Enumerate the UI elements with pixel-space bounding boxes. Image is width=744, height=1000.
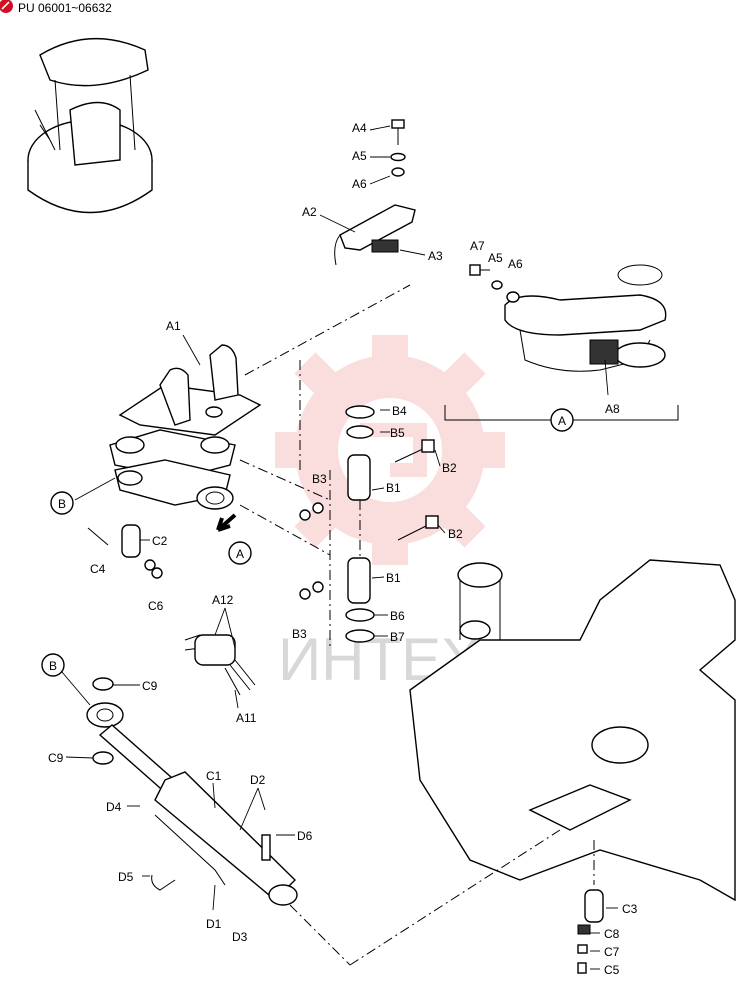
svg-text:B: B	[58, 497, 66, 511]
label-b5: B5	[390, 426, 405, 440]
machine-thumbnail	[27, 37, 153, 214]
label-b4: B4	[392, 404, 407, 418]
part-a11-harness	[184, 634, 256, 696]
label-d5: D5	[118, 870, 134, 884]
label-a3: A3	[428, 249, 443, 263]
label-b2-lower: B2	[448, 527, 463, 541]
callout-b-top: B	[50, 491, 74, 515]
label-c3: C3	[622, 902, 638, 916]
label-c5: C5	[604, 963, 620, 977]
label-b2-upper: B2	[442, 461, 457, 475]
leader-lines	[61, 125, 618, 970]
part-a1-swing-bracket	[109, 344, 262, 510]
label-b1-lower: B1	[386, 571, 401, 585]
view-arrow	[216, 513, 237, 532]
label-c7: C7	[604, 945, 620, 959]
serial-range: PU 06001~06632	[18, 1, 112, 15]
label-c9-upper: C9	[142, 679, 158, 693]
centerlines	[239, 284, 595, 966]
label-a6: A6	[352, 177, 367, 191]
svg-text:A: A	[236, 547, 244, 561]
label-d3: D3	[232, 930, 248, 944]
label-c9-lower: C9	[48, 751, 64, 765]
label-c6: C6	[148, 599, 164, 613]
label-a11: A11	[236, 711, 257, 725]
label-d4: D4	[106, 800, 122, 814]
part-a2-bracket	[334, 204, 416, 266]
label-d1: D1	[206, 917, 222, 931]
callout-a-view: A	[228, 541, 252, 565]
label-a2: A2	[302, 205, 317, 219]
callout-b-cylinder: B	[41, 653, 65, 677]
label-b3-upper: B3	[312, 472, 327, 486]
label-d2: D2	[250, 773, 266, 787]
label-b3-lower: B3	[292, 627, 307, 641]
label-b7: B7	[390, 630, 405, 644]
part-c1-cylinder	[86, 677, 298, 906]
label-a4: A4	[352, 121, 367, 135]
label-b1-upper: B1	[386, 481, 401, 495]
label-d6: D6	[297, 829, 313, 843]
label-b6: B6	[390, 609, 405, 623]
header-badge	[0, 0, 13, 13]
callout-a-detail: A	[550, 408, 574, 432]
label-a8: A8	[605, 402, 620, 416]
label-a5-detail: A5	[488, 251, 503, 265]
label-a12: A12	[212, 593, 234, 607]
label-c4: C4	[90, 562, 106, 576]
label-c1: C1	[206, 769, 222, 783]
detail-view-a	[444, 264, 679, 421]
svg-text:A: A	[558, 414, 566, 428]
label-c8: C8	[604, 927, 620, 941]
upper-frame	[409, 559, 736, 923]
svg-text:B: B	[49, 659, 57, 673]
watermark-gear	[275, 335, 505, 565]
part-a4-bolt	[390, 119, 406, 177]
label-a1: A1	[166, 319, 181, 333]
part-b-pins	[299, 405, 439, 643]
part-c-small	[87, 524, 163, 579]
label-a7: A7	[470, 239, 485, 253]
part-c5-c8	[577, 924, 591, 974]
label-a5: A5	[352, 149, 367, 163]
label-c2: C2	[152, 534, 168, 548]
label-a6-detail: A6	[508, 257, 523, 271]
